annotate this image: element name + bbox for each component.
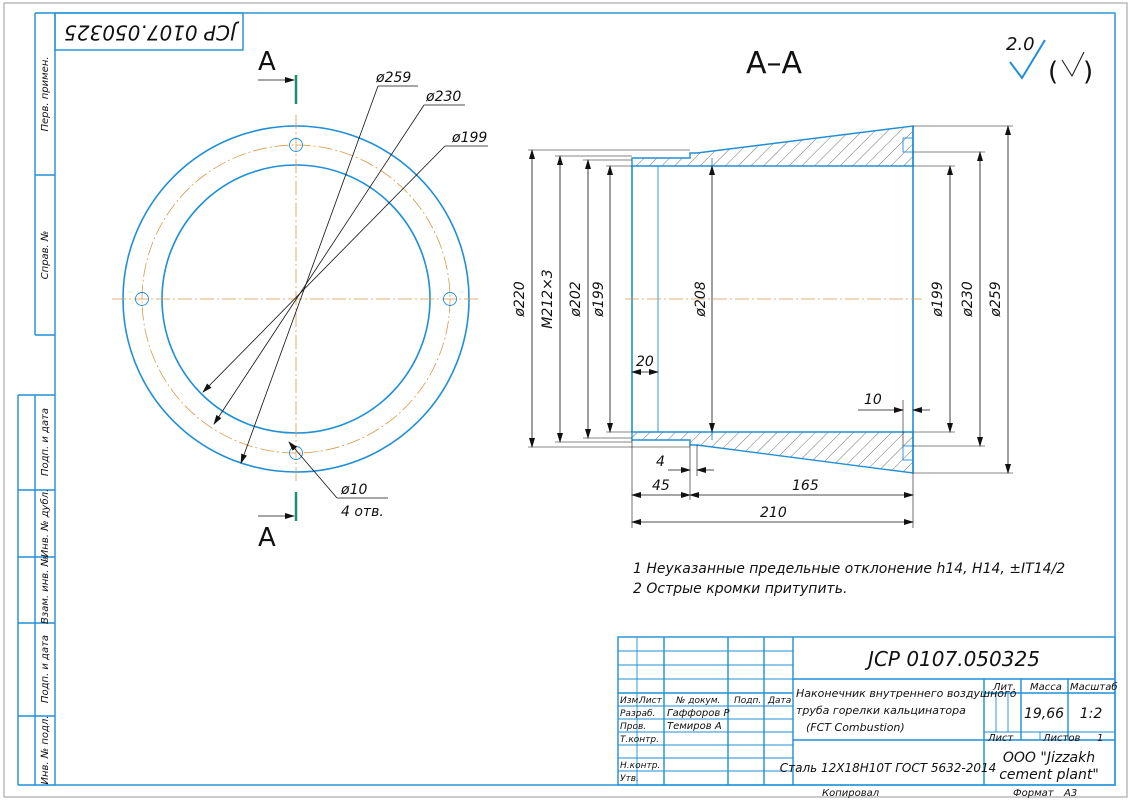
note-1: 1 Неуказанные предельные отклонение h14,… [633,561,1065,577]
sec-len-4: 4 [656,454,665,470]
tb-designation: JCP 0107.050325 [864,647,1040,671]
svg-text:(: ( [1048,57,1058,87]
sec-len-10: 10 [864,392,882,408]
tb-part-name-3: (FCT Combustion) [806,721,905,734]
sec-dia-199-right: ø199 [930,281,946,317]
leader-dia-259 [240,85,379,464]
sec-len-20: 20 [636,354,654,370]
tb-col-sign: Подп. [734,696,761,706]
side-label-dup-inv: Инв. № дубл. [39,489,51,557]
leader-dia-230 [213,104,425,425]
tb-company-2: cement plant" [999,767,1099,783]
tb-role-checker: Пров. [620,722,646,732]
tb-role-approved: Утв. [620,774,639,784]
cut-label-top: A [258,47,276,77]
front-view: ø259 ø230 ø199 ø10 4 отв. A A [112,47,488,553]
side-label-sign-date-2: Подп. и дата [40,635,51,703]
front-hole-dia: ø10 [340,482,367,498]
bolt-hole-left [135,292,149,306]
sec-dia-230: ø230 [960,281,976,317]
leader-hole [288,441,338,499]
roughness-symbol: 2.0 ( ) [1006,34,1093,87]
sec-dia-220: ø220 [512,281,528,317]
tb-scale-value: 1:2 [1080,706,1103,722]
tb-col-doc: № докум. [675,696,720,706]
tb-part-name-2: труба горелки кальцинатора [796,704,966,717]
copied-label: Копировал [822,788,880,799]
sec-dia-208: ø208 [693,281,709,317]
tb-col-sheet: Лист [638,696,663,706]
tb-role-tech-control: Т.контр. [620,735,659,745]
tb-part-name-1: Наконечник внутреннего воздушного [796,687,1017,700]
tb-sheets-label: Листов [1042,733,1080,744]
top-stamp: JCP 0107.050325 [54,12,244,51]
front-dia-230: ø230 [425,89,461,105]
side-label-first-use: Перв. примен. [40,56,51,131]
stamp-text-upside-down: JCP 0107.050325 [64,21,240,45]
side-label-orig-inv: Инв. № подл. [40,716,51,785]
cut-label-bottom: A [258,523,276,553]
format-label: Формат [1013,788,1055,799]
sec-dia-202: ø202 [568,281,584,317]
sec-dia-199-left: ø199 [591,281,607,317]
bolt-hole-right [443,292,457,306]
section-title: A–A [746,46,803,81]
sec-len-165: 165 [792,478,819,494]
tb-role-developer: Разраб. [620,709,655,719]
technical-notes: 1 Неуказанные предельные отклонение h14,… [633,561,1065,597]
tb-scale-label: Масштаб [1070,681,1118,693]
tb-company-1: ООО "Jizzakh [1003,750,1095,766]
tb-col-date: Дата [767,696,791,706]
section-bottom-wall [631,431,914,474]
leader-dia-199 [202,145,446,393]
roughness-value: 2.0 [1006,34,1035,55]
note-2: 2 Острые кромки притупить. [633,581,847,597]
tb-sheets-count: 1 [1097,733,1103,744]
sec-thread: M212×3 [540,269,556,328]
tb-lit-label: Лит. [992,682,1016,693]
sec-len-45: 45 [652,478,670,494]
side-labels: Перв. примен. Справ. № Подп. и дата Инв.… [39,56,51,784]
tb-mass-label: Масса [1030,682,1062,693]
side-label-replace-inv: Взам. инв. № [40,556,51,624]
section-view: A–A ø220 M212×3 ø202 ø199 ø208 [512,46,1013,528]
tb-material: Сталь 12Х18Н10Т ГОСТ 5632-2014 [780,761,997,775]
tb-col-rev: Изм. [620,696,641,706]
tb-sheet-label: Лист [987,733,1015,744]
format-value: А3 [1063,788,1077,799]
section-top-wall [631,125,914,167]
sheet-frame [3,2,1128,798]
side-label-ref-no: Справ. № [40,231,51,280]
front-dia-259: ø259 [375,70,411,86]
tb-checker-name: Темиров А [667,721,722,732]
bolt-hole-top [289,138,303,152]
sec-dia-259: ø259 [988,281,1004,317]
svg-text:): ) [1083,57,1093,87]
tb-developer-name: Гаффоров Р [667,708,730,719]
sec-len-210: 210 [760,505,787,521]
title-block: JCP 0107.050325 Изм. Лист № докум. Подп.… [617,636,1118,786]
front-dia-199: ø199 [451,130,487,146]
tb-role-norm-control: Н.контр. [620,761,660,771]
front-hole-count: 4 отв. [341,504,384,520]
tb-mass-value: 19,66 [1024,706,1064,722]
side-label-sign-date-1: Подп. и дата [40,408,51,476]
